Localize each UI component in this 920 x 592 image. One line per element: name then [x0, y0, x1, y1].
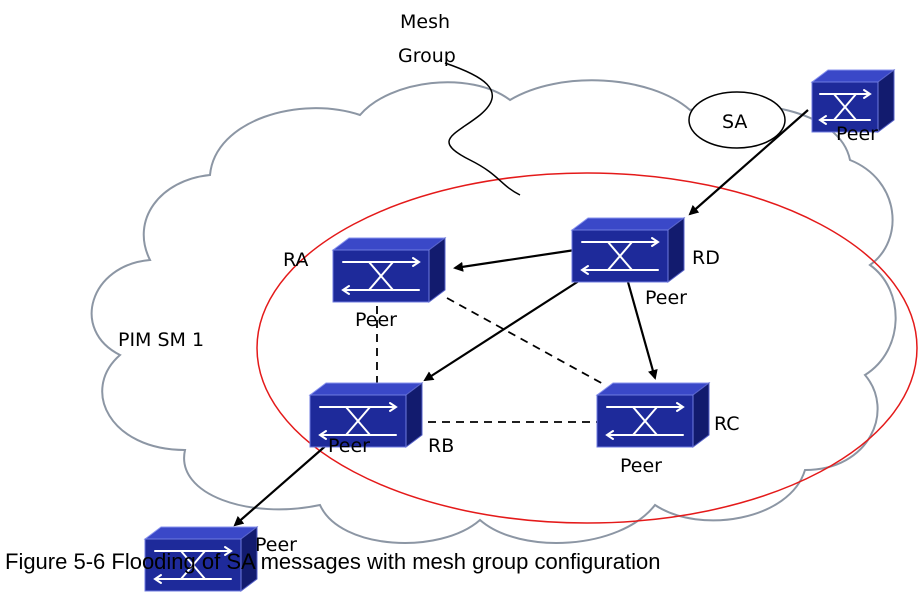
peering-ra-rc — [446, 297, 606, 386]
sa-message-ellipse — [688, 91, 786, 149]
router-icon — [570, 217, 686, 283]
router-name-rb: RB — [428, 435, 454, 457]
sa-arrow-rd-to-ra — [453, 248, 576, 272]
sa-arrow-rd-to-rb — [423, 276, 586, 382]
router-icon — [143, 526, 259, 592]
peer-label-rc: Peer — [620, 455, 662, 477]
mesh-group-ellipse — [256, 172, 918, 524]
sa-arrow-rb-to-external — [233, 441, 331, 527]
router-icon — [810, 69, 896, 133]
router-icon — [308, 382, 424, 448]
mesh-group-label-line2: Group — [398, 45, 456, 67]
sa-arrow-external-to-rd — [688, 109, 809, 216]
router-icon — [331, 237, 447, 303]
router-name-rc: RC — [714, 413, 740, 435]
mesh-group-pointer-line — [444, 62, 521, 196]
mesh-group-label-line1: Mesh — [400, 11, 450, 33]
pim-domain-cloud — [90, 79, 897, 544]
peer-label-ra: Peer — [355, 309, 397, 331]
peer-label-rd: Peer — [645, 287, 687, 309]
router-name-ra: RA — [283, 249, 308, 271]
sa-arrow-rd-to-rc — [626, 281, 658, 380]
sa-label: SA — [722, 111, 747, 133]
domain-label: PIM SM 1 — [118, 329, 204, 351]
peer-label-external-top: Peer — [836, 123, 878, 145]
figure-caption: Figure 5-6 Flooding of SA messages with … — [5, 549, 660, 574]
peer-label-external-bottom: Peer — [255, 534, 297, 556]
router-icon — [595, 382, 711, 448]
peer-label-rb: Peer — [328, 435, 370, 457]
router-name-rd: RD — [692, 247, 720, 269]
